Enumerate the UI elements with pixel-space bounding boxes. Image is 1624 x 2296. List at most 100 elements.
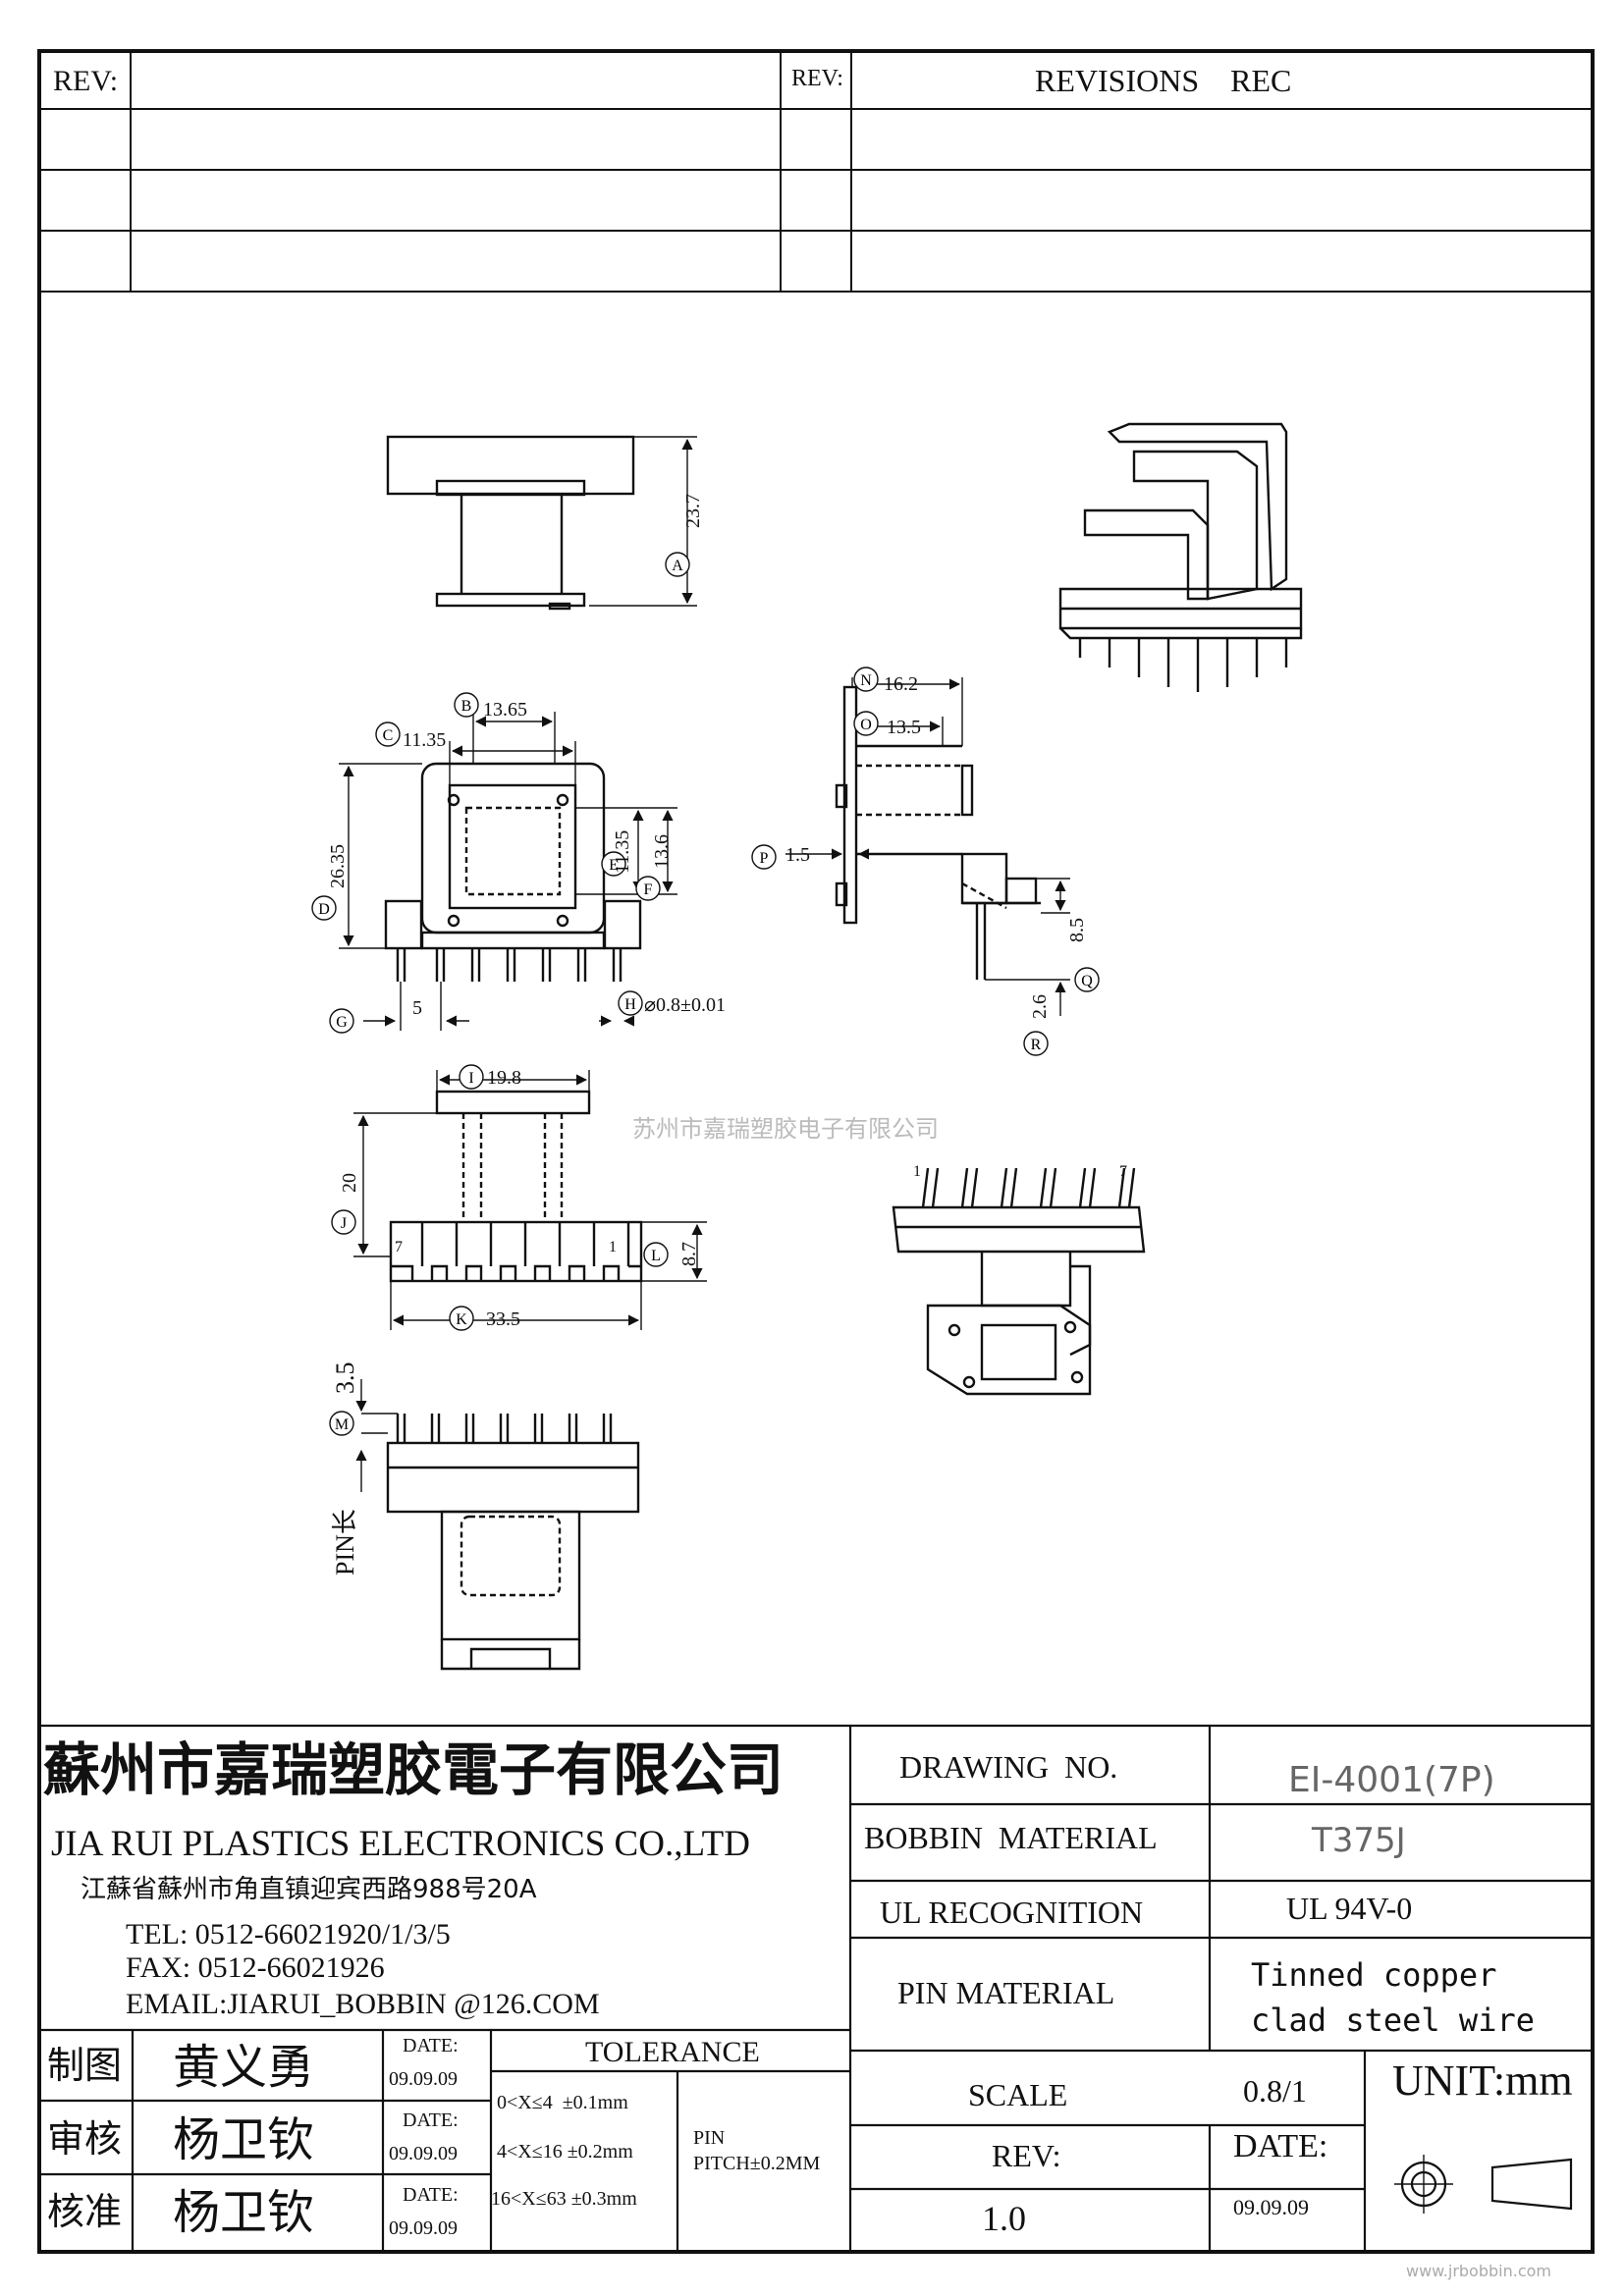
svg-text:C: C	[383, 727, 394, 744]
label-J: J	[331, 1209, 356, 1235]
company-fax: FAX: 0512-66021926	[126, 1951, 385, 1984]
svg-text:G: G	[336, 1014, 348, 1031]
svg-text:L: L	[651, 1248, 661, 1264]
drawing-no-value: EI-4001(7P)	[1288, 1760, 1495, 1800]
dim-K: 33.5	[486, 1308, 520, 1330]
label-K: K	[449, 1306, 474, 1331]
scale-value: 0.8/1	[1243, 2073, 1307, 2109]
pin-number-1-top: 1	[609, 1239, 617, 1255]
svg-text:E: E	[609, 857, 619, 874]
view-bottom	[355, 1379, 640, 1671]
pin-number-7-top: 7	[395, 1239, 403, 1255]
dim-N: 16.2	[884, 673, 918, 695]
dim-R: 2.6	[1029, 994, 1051, 1019]
pin-number-7-iso: 7	[1119, 1163, 1127, 1180]
svg-text:M: M	[335, 1416, 349, 1433]
label-M: M	[329, 1411, 354, 1436]
tolerance-row-2: 4<X≤16 ±0.2mm	[497, 2141, 633, 2163]
dim-M: 3.5	[331, 1362, 359, 1395]
svg-text:P: P	[760, 850, 769, 867]
dim-C: 11.35	[403, 729, 446, 751]
date-value: 09.09.09	[1233, 2195, 1309, 2219]
dim-D: 26.35	[327, 844, 349, 888]
signoff-date-drawn: 09.09.09	[389, 2068, 458, 2090]
tolerance-pin-label: PIN	[693, 2127, 726, 2149]
pin-material-label: PIN MATERIAL	[897, 1975, 1115, 2010]
ul-recognition-label: UL RECOGNITION	[880, 1895, 1144, 1930]
label-R: R	[1023, 1031, 1049, 1056]
dim-A: 23.7	[682, 494, 704, 528]
view-top	[353, 1070, 707, 1330]
dim-G: 5	[412, 997, 422, 1019]
svg-text:K: K	[456, 1311, 467, 1328]
dim-Q: 8.5	[1066, 918, 1088, 942]
label-I: I	[459, 1064, 484, 1090]
label-P: P	[751, 844, 777, 870]
signoff-name-drawn: 黄义勇	[173, 2040, 315, 2095]
iso-view-lower	[892, 1167, 1146, 1396]
view-front	[339, 712, 677, 1031]
scale-label: SCALE	[968, 2077, 1068, 2112]
drawing-frame	[37, 49, 1595, 2254]
label-A: A	[665, 552, 690, 577]
watermark-text: 苏州市嘉瑞塑胶电子有限公司	[632, 1115, 939, 1143]
signoff-name-checked: 杨卫钦	[173, 2112, 315, 2167]
rev-label: REV:	[992, 2138, 1061, 2173]
dim-B: 13.65	[483, 699, 527, 721]
signoff-date-label-checked: DATE:	[403, 2109, 459, 2131]
label-G: G	[329, 1008, 354, 1034]
bobbin-material-value: T375J	[1312, 1821, 1406, 1860]
rev-header-mid: REV:	[791, 66, 843, 91]
dim-I: 19.8	[487, 1067, 521, 1089]
label-D: D	[311, 895, 337, 921]
dim-J: 20	[339, 1173, 360, 1193]
svg-text:J: J	[341, 1215, 347, 1232]
svg-text:R: R	[1031, 1037, 1042, 1053]
label-N: N	[853, 667, 879, 692]
tolerance-row-3: 16<X≤63 ±0.3mm	[491, 2188, 637, 2210]
pin-material-line2: clad steel wire	[1251, 2002, 1535, 2039]
signoff-role-drawn: 制图	[47, 2044, 123, 2087]
dim-F: 13.6	[651, 834, 673, 869]
dim-H: ⌀0.8±0.01	[644, 994, 726, 1016]
svg-text:B: B	[461, 698, 472, 715]
svg-text:A: A	[672, 558, 683, 574]
label-E: E	[601, 851, 626, 877]
label-L: L	[643, 1242, 669, 1267]
company-name-cn: 蘇州市嘉瑞塑胶電子有限公司	[43, 1736, 785, 1803]
unit-label: UNIT:mm	[1392, 2056, 1573, 2105]
bobbin-material-label: BOBBIN MATERIAL	[864, 1820, 1158, 1855]
signoff-date-approved: 09.09.09	[389, 2217, 458, 2239]
drawing-no-label: DRAWING NO.	[899, 1749, 1118, 1785]
signoff-role-checked: 审核	[47, 2117, 123, 2161]
svg-text:N: N	[860, 672, 872, 689]
label-O: O	[853, 711, 879, 736]
label-C: C	[375, 721, 401, 747]
rev-header-left: REV:	[53, 65, 119, 97]
label-Q: Q	[1074, 967, 1100, 992]
dim-E: 11.35	[612, 830, 633, 874]
signoff-date-label-drawn: DATE:	[403, 2035, 459, 2056]
footer-url: www.jrbobbin.com	[1406, 2262, 1551, 2280]
company-email: EMAIL:JIARUI_BOBBIN @126.COM	[126, 1988, 600, 2020]
signoff-name-approved: 杨卫钦	[173, 2185, 315, 2240]
company-tel: TEL: 0512-66021920/1/3/5	[126, 1918, 451, 1950]
company-address: 江蘇省蘇州市角直镇迎宾西路988号20A	[81, 1875, 537, 1904]
title-block-lines	[37, 1724, 1595, 2254]
tolerance-title: TOLERANCE	[585, 2036, 760, 2068]
signoff-date-label-approved: DATE:	[403, 2184, 459, 2206]
svg-text:D: D	[318, 901, 330, 918]
rev-value: 1.0	[982, 2199, 1026, 2238]
iso-view-upper	[1058, 422, 1303, 692]
pin-length-label: PIN长	[331, 1509, 359, 1575]
company-name-en: JIA RUI PLASTICS ELECTRONICS CO.,LTD	[51, 1824, 750, 1864]
label-H: H	[618, 990, 643, 1016]
svg-text:O: O	[860, 717, 872, 733]
revisions-header: REVISIONS REC	[1035, 63, 1292, 98]
tolerance-pin-pitch: PITCH±0.2MM	[693, 2153, 821, 2174]
svg-text:F: F	[644, 881, 653, 898]
pin-number-1-iso: 1	[913, 1163, 921, 1180]
label-F: F	[635, 876, 661, 901]
signoff-role-approved: 核准	[47, 2190, 123, 2233]
